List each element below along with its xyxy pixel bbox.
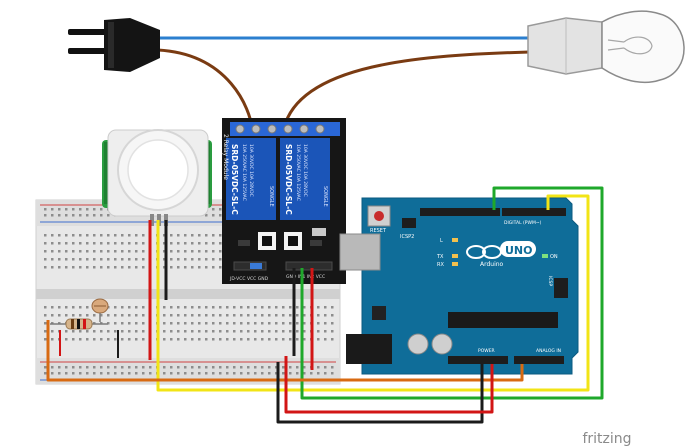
icsp-label: ICSP	[547, 276, 553, 286]
arduino-logo	[466, 241, 536, 259]
led-rx-label: RX	[437, 262, 444, 268]
relay-1	[226, 138, 276, 220]
resistor	[50, 318, 108, 330]
relay-2-rating-b: 10A 30VDC 10A 28VDC	[302, 144, 308, 197]
light-bulb	[527, 10, 685, 84]
signal-wires	[46, 186, 604, 424]
relay-1-rating-a: 10A 250VAC 10A 125VAC	[241, 144, 247, 201]
relay-header-pins: JD-VCC VCC GND	[229, 276, 269, 282]
on-led-label: ON	[550, 254, 558, 260]
relay-1-brand: SONGLE	[268, 186, 274, 207]
led-l-label: L	[440, 238, 443, 244]
relay-input-pins: GND IN1 IN2 VCC	[286, 274, 325, 280]
led-tx-label: TX	[436, 254, 444, 260]
icsp2-label: ICSP2	[400, 234, 414, 240]
relay-2	[280, 138, 330, 220]
power-plug	[68, 18, 160, 72]
relay-1-part: SRD-05VDC-SL-C	[230, 144, 239, 215]
relay-module: SRD-05VDC-SL-C SRD-05VDC-SL-C 10A 250VAC…	[222, 118, 346, 284]
uno-label: UNO	[505, 244, 533, 257]
pir-motion-sensor	[102, 129, 212, 226]
digital-label: DIGITAL (PWM~)	[504, 220, 542, 226]
relay-1-rating-b: 10A 30VDC 10A 28VDC	[248, 144, 254, 197]
relay-2-part: SRD-05VDC-SL-C	[284, 144, 293, 215]
mains-wires	[157, 36, 531, 129]
arduino-uno-board: RESET ICSP2 DIGITAL (PWM~) L TX RX UNO A…	[339, 197, 579, 375]
reset-label: RESET	[370, 228, 387, 234]
fritzing-watermark: fritzing	[582, 431, 631, 447]
analog-label: ANALOG IN	[536, 348, 561, 354]
photoresistor	[91, 298, 109, 322]
arduino-brand: Arduino	[480, 261, 504, 268]
relay-2-rating-a: 10A 250VAC 10A 125VAC	[295, 144, 301, 201]
relay-2-brand: SONGLE	[322, 186, 328, 207]
power-label: POWER	[478, 348, 495, 354]
relay-module-title: 2 Relay Module	[222, 134, 229, 180]
